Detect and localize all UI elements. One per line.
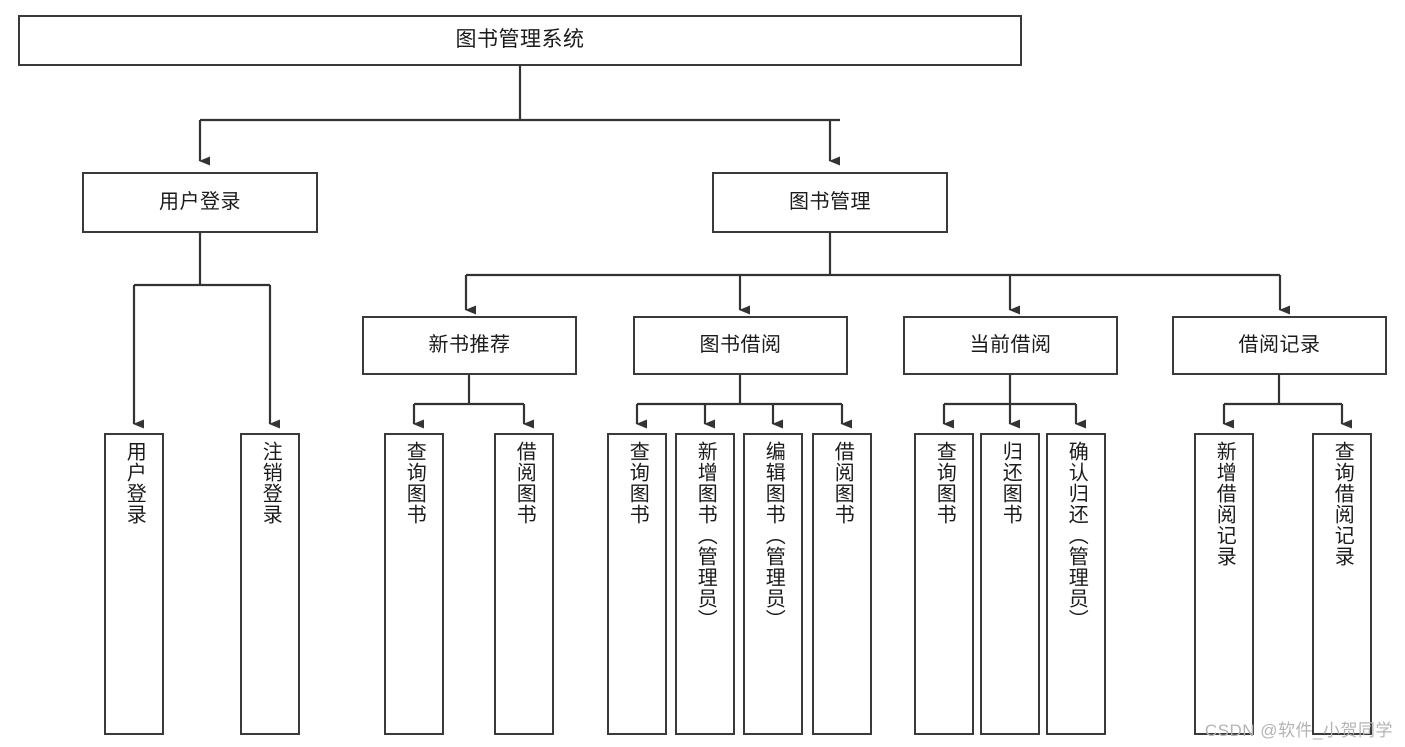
leaf-edit-book-admin[interactable]: 编辑图书（管理员） bbox=[743, 433, 803, 735]
node-label: 查询图书 bbox=[933, 441, 956, 525]
node-label: 当前借阅 bbox=[969, 333, 1052, 356]
node-label: 图书管理系统 bbox=[455, 28, 585, 52]
node-label: 注销登录 bbox=[259, 441, 282, 525]
leaf-query-borrow-record[interactable]: 查询借阅记录 bbox=[1312, 433, 1372, 735]
node-label: 借阅记录 bbox=[1238, 333, 1321, 356]
node-label: 确认归还（管理员） bbox=[1065, 441, 1088, 630]
node-label: 借阅图书 bbox=[831, 441, 854, 525]
node-label: 图书借阅 bbox=[699, 333, 782, 356]
node-label: 查询图书 bbox=[626, 441, 649, 525]
leaf-user-login[interactable]: 用户登录 bbox=[104, 433, 164, 735]
node-label: 图书管理 bbox=[789, 190, 871, 213]
node-label: 查询借阅记录 bbox=[1331, 441, 1354, 567]
leaf-confirm-return-admin[interactable]: 确认归还（管理员） bbox=[1046, 433, 1106, 735]
leaf-add-book-admin[interactable]: 新增图书（管理员） bbox=[675, 433, 735, 735]
node-label: 新增图书（管理员） bbox=[694, 441, 717, 630]
node-label: 新增借阅记录 bbox=[1213, 441, 1236, 567]
leaf-query-book-recommend[interactable]: 查询图书 bbox=[384, 433, 444, 735]
node-label: 归还图书 bbox=[999, 441, 1022, 525]
leaf-borrow-book[interactable]: 借阅图书 bbox=[812, 433, 872, 735]
node-book-borrow[interactable]: 图书借阅 bbox=[633, 316, 848, 375]
node-label: 新书推荐 bbox=[428, 333, 511, 356]
node-current-borrow[interactable]: 当前借阅 bbox=[903, 316, 1118, 375]
leaf-add-borrow-record[interactable]: 新增借阅记录 bbox=[1194, 433, 1254, 735]
leaf-return-book[interactable]: 归还图书 bbox=[980, 433, 1040, 735]
leaf-user-logout[interactable]: 注销登录 bbox=[240, 433, 300, 735]
node-label: 借阅图书 bbox=[513, 441, 536, 525]
node-label: 用户登录 bbox=[159, 190, 241, 213]
node-new-book-recommend[interactable]: 新书推荐 bbox=[362, 316, 577, 375]
watermark-text: CSDN @软件_小贺同学 bbox=[1204, 721, 1393, 740]
node-borrow-record[interactable]: 借阅记录 bbox=[1172, 316, 1387, 375]
node-label: 查询图书 bbox=[403, 441, 426, 525]
node-label: 用户登录 bbox=[123, 441, 146, 525]
node-book-management[interactable]: 图书管理 bbox=[712, 172, 948, 233]
leaf-query-book-borrow[interactable]: 查询图书 bbox=[607, 433, 667, 735]
leaf-borrow-book-recommend[interactable]: 借阅图书 bbox=[494, 433, 554, 735]
node-root-system[interactable]: 图书管理系统 bbox=[18, 15, 1022, 66]
node-label: 编辑图书（管理员） bbox=[762, 441, 785, 630]
leaf-query-book-current[interactable]: 查询图书 bbox=[914, 433, 974, 735]
node-user-login[interactable]: 用户登录 bbox=[82, 172, 318, 233]
